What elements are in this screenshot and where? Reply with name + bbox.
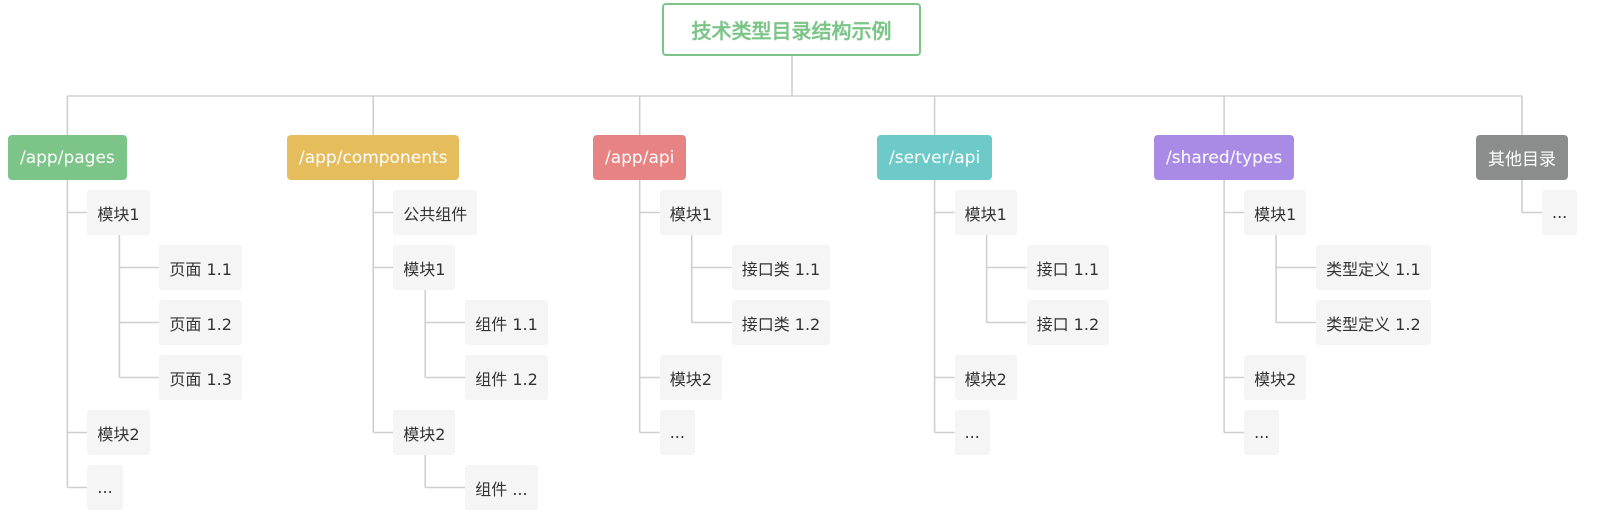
module-node[interactable]: ... <box>1542 190 1578 235</box>
item-node[interactable]: 类型定义 1.2 <box>1316 300 1431 345</box>
module-node[interactable]: ... <box>1244 410 1280 455</box>
module-node[interactable]: 模块1 <box>87 190 150 235</box>
module-node[interactable]: 模块2 <box>87 410 150 455</box>
module-node[interactable]: ... <box>87 465 123 510</box>
branch-node[interactable]: /shared/types <box>1154 135 1295 180</box>
module-node[interactable]: 模块2 <box>393 410 456 455</box>
module-node[interactable]: 模块1 <box>659 190 722 235</box>
module-node[interactable]: ... <box>659 410 695 455</box>
branch-node[interactable]: /app/components <box>287 135 460 180</box>
item-node[interactable]: 接口 1.1 <box>1026 245 1110 290</box>
module-node[interactable]: 模块2 <box>1244 355 1307 400</box>
item-node[interactable]: 页面 1.3 <box>159 355 242 400</box>
item-node[interactable]: 页面 1.1 <box>159 245 242 290</box>
root-node-title[interactable]: 技术类型目录结构示例 <box>662 3 921 56</box>
item-node[interactable]: 页面 1.2 <box>159 300 242 345</box>
item-node[interactable]: 组件 1.2 <box>465 355 548 400</box>
module-node[interactable]: 模块1 <box>954 190 1017 235</box>
module-node[interactable]: ... <box>954 410 990 455</box>
module-node[interactable]: 模块1 <box>1244 190 1307 235</box>
branch-node[interactable]: /server/api <box>877 135 993 180</box>
item-node[interactable]: 接口类 1.1 <box>731 245 831 290</box>
branch-node[interactable]: 其他目录 <box>1476 135 1568 180</box>
module-node[interactable]: 模块1 <box>393 245 456 290</box>
module-node[interactable]: 模块2 <box>954 355 1017 400</box>
item-node[interactable]: 接口 1.2 <box>1026 300 1110 345</box>
branch-node[interactable]: /app/api <box>593 135 687 180</box>
module-node[interactable]: 公共组件 <box>393 190 478 235</box>
item-node[interactable]: 类型定义 1.1 <box>1316 245 1431 290</box>
item-node[interactable]: 接口类 1.2 <box>731 300 831 345</box>
branch-node[interactable]: /app/pages <box>8 135 127 180</box>
module-node[interactable]: 模块2 <box>659 355 722 400</box>
item-node[interactable]: 组件 1.1 <box>465 300 548 345</box>
item-node[interactable]: 组件 ... <box>465 465 538 510</box>
